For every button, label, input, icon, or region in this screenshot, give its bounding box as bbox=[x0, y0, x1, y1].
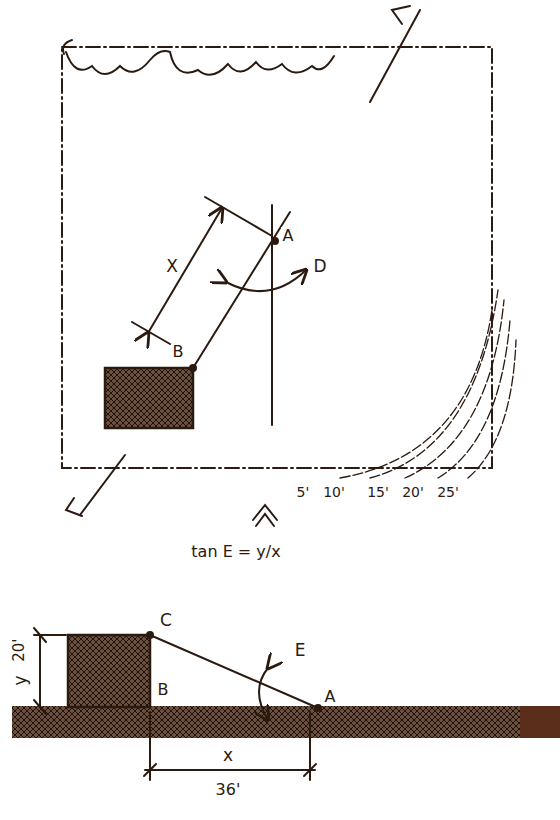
contour-label: 15' bbox=[365, 485, 391, 500]
dimension-value: 20' bbox=[12, 636, 29, 663]
dimension-label: x bbox=[221, 746, 235, 765]
dimension-label: X bbox=[164, 257, 180, 276]
point-label: B bbox=[171, 343, 186, 361]
formula-note: tan E = y/x bbox=[189, 543, 282, 561]
dimension-value: 36' bbox=[214, 781, 243, 799]
point-label: B bbox=[156, 681, 171, 699]
contour-label: 5' bbox=[295, 485, 312, 500]
dimension-label: y bbox=[11, 673, 30, 687]
contour-label: 25' bbox=[435, 485, 461, 500]
contour-label: 20' bbox=[400, 485, 426, 500]
point-label: C bbox=[158, 611, 174, 630]
contour-label: 10' bbox=[321, 485, 347, 500]
angle-label: D bbox=[311, 257, 328, 276]
point-label: A bbox=[281, 227, 296, 245]
point-label: A bbox=[323, 688, 338, 706]
angle-label: E bbox=[293, 641, 308, 660]
